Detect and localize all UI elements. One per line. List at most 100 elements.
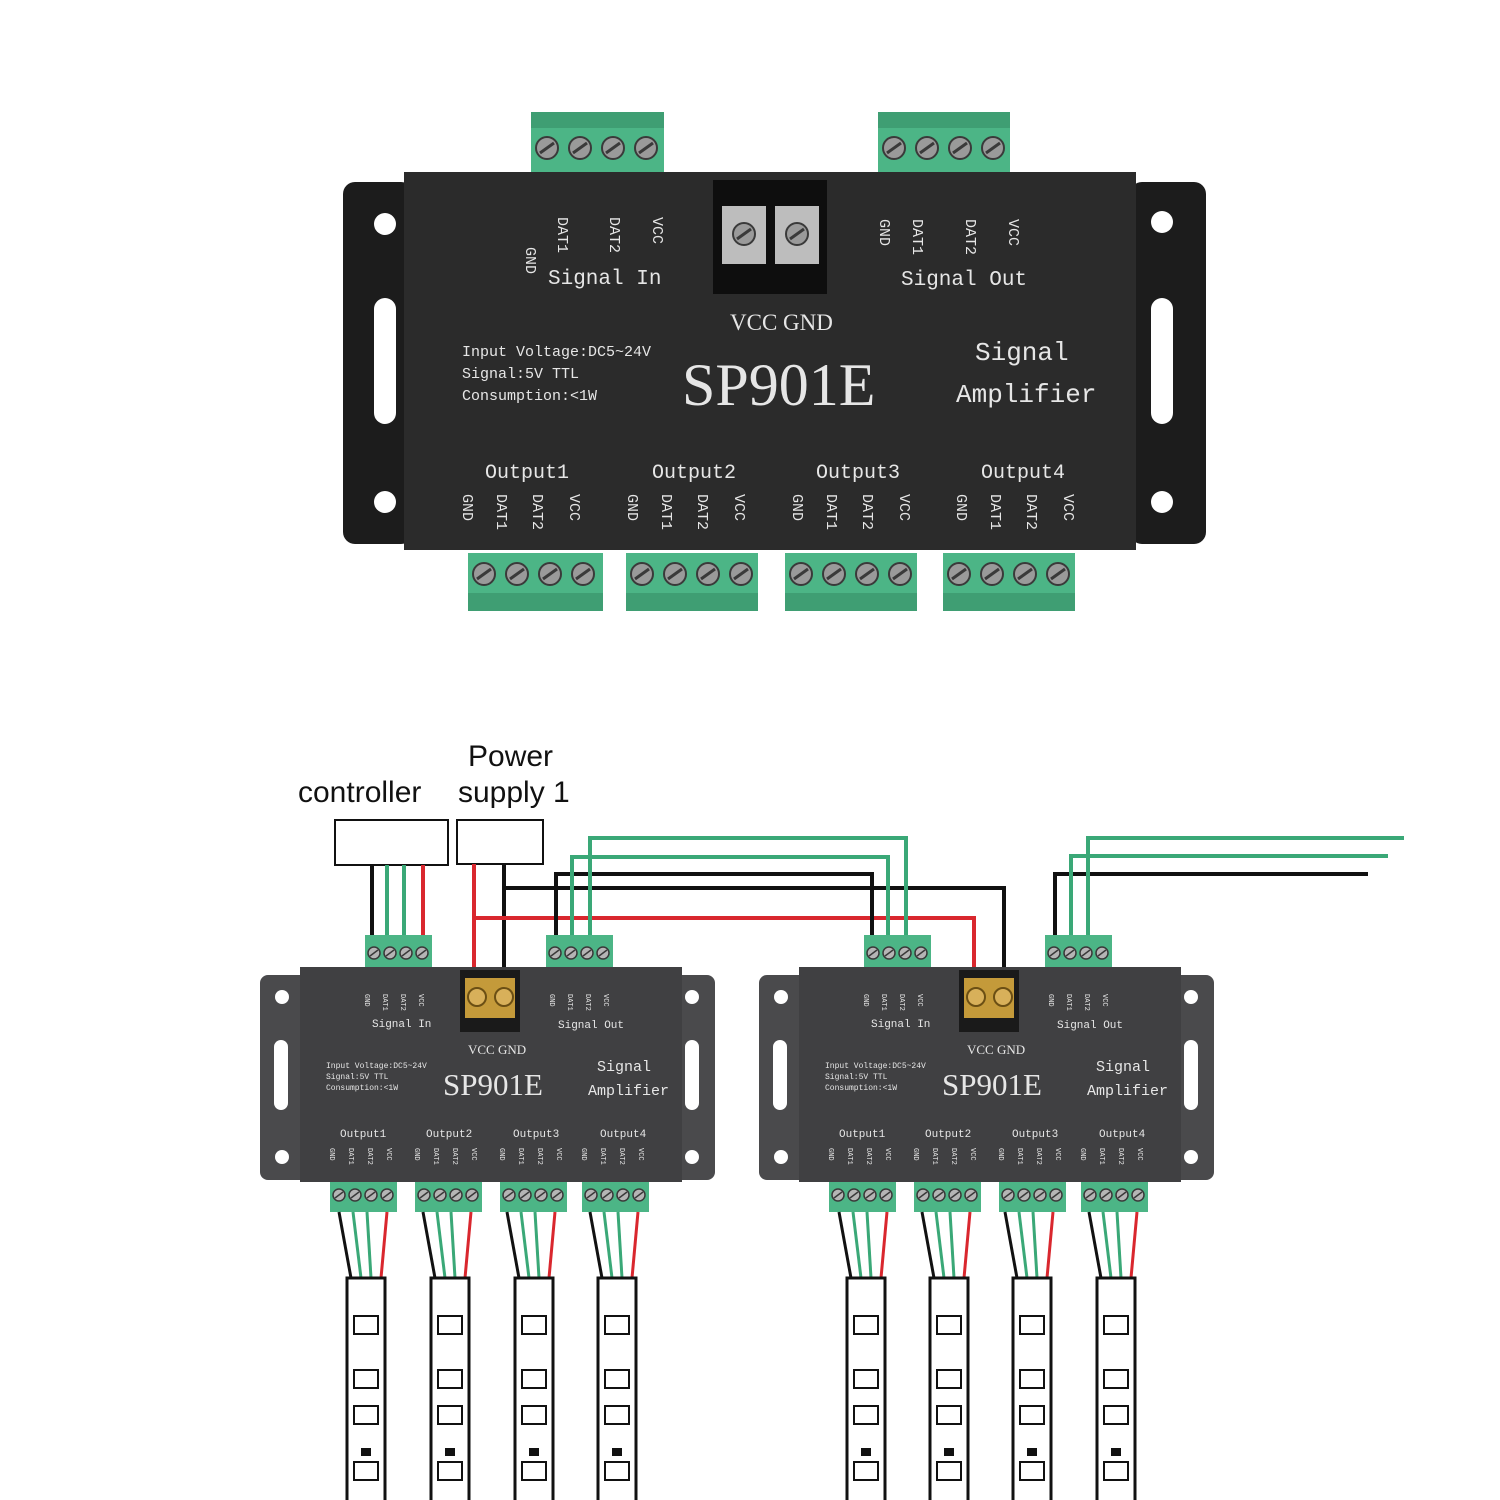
screw-icon <box>399 946 413 960</box>
screw-icon <box>616 1188 630 1202</box>
mount-hole-icon <box>774 1150 788 1164</box>
spec-input-voltage: Input Voltage:DC5~24V <box>825 1062 926 1071</box>
pin-label-dat1: DAT1 <box>516 1148 524 1165</box>
wire-green <box>851 1211 863 1279</box>
led-chip-icon <box>1103 1369 1129 1389</box>
output3-label: Output3 <box>513 1129 559 1141</box>
wiring-diagram: controller Power supply 1 <box>260 740 1404 1500</box>
screw-icon <box>494 987 514 1007</box>
power-label: VCC GND <box>730 310 833 335</box>
led-chip-icon <box>437 1405 463 1425</box>
wire-green <box>934 1211 946 1279</box>
power-supply-box <box>456 819 544 865</box>
pin-label-vcc: VCC <box>565 494 582 521</box>
pin-label-gnd: GND <box>875 219 892 246</box>
led-chip-icon <box>1019 1315 1045 1335</box>
pin-label-gnd: GND <box>547 994 555 1007</box>
output3-label: Output3 <box>1012 1129 1058 1141</box>
led-chip-icon <box>521 1405 547 1425</box>
screw-icon <box>383 946 397 960</box>
model-name: SP901E <box>443 1067 543 1102</box>
screw-icon <box>367 946 381 960</box>
pin-label-dat1: DAT1 <box>565 994 573 1011</box>
pin-label-vcc: VCC <box>895 494 912 521</box>
wire-red <box>379 1211 389 1279</box>
led-chip-icon <box>521 1315 547 1335</box>
led-chip-icon <box>853 1461 879 1481</box>
led-chip-icon <box>604 1405 630 1425</box>
pin-label-dat2: DAT2 <box>605 217 622 253</box>
terminal-block-output1 <box>468 553 603 611</box>
power-supply-label-line1: Power <box>468 740 553 773</box>
screw-icon <box>847 1188 861 1202</box>
spec-consumption: Consumption:<1W <box>462 388 597 405</box>
mount-slot-icon <box>374 298 396 424</box>
wire-black <box>588 1211 604 1279</box>
pin-label-dat2: DAT2 <box>1034 1148 1042 1165</box>
screw-icon <box>866 946 880 960</box>
output4-label: Output4 <box>1099 1129 1146 1141</box>
wire-green <box>602 1211 614 1279</box>
led-chip-icon <box>936 1369 962 1389</box>
screw-icon <box>1033 1188 1047 1202</box>
resistor-icon <box>861 1448 871 1456</box>
mount-hole-icon <box>685 990 699 1004</box>
wire-red <box>547 1211 557 1279</box>
wire-red <box>1045 1211 1055 1279</box>
terminal-block-output2 <box>626 553 758 611</box>
led-chip-icon <box>1019 1461 1045 1481</box>
pin-label-dat1: DAT1 <box>346 1148 354 1165</box>
led-chip-icon <box>353 1315 379 1335</box>
wire-red <box>1129 1211 1139 1279</box>
led-strip <box>1087 1211 1139 1500</box>
screw-icon <box>1099 1188 1113 1202</box>
power-label: VCC GND <box>967 1042 1025 1057</box>
output3-label: Output3 <box>816 462 900 485</box>
terminal-block-signal-in <box>531 112 664 172</box>
pin-label-dat2: DAT2 <box>1082 994 1090 1011</box>
pin-label-gnd: GND <box>497 1148 505 1161</box>
resistor-icon <box>1111 1448 1121 1456</box>
mount-slot-icon <box>274 1040 288 1110</box>
led-strip <box>920 1211 972 1500</box>
screw-icon <box>380 1188 394 1202</box>
pin-label-vcc: VCC <box>601 994 609 1007</box>
led-strip <box>588 1211 640 1500</box>
screw-icon <box>580 946 594 960</box>
led-chip-icon <box>353 1461 379 1481</box>
led-strip <box>1003 1211 1055 1500</box>
pin-label-gnd: GND <box>623 494 640 521</box>
mount-hole-icon <box>275 990 289 1004</box>
mount-hole-icon <box>1151 491 1173 513</box>
pin-label-dat2: DAT2 <box>535 1148 543 1165</box>
output2-label: Output2 <box>925 1129 971 1141</box>
led-chip-icon <box>1103 1315 1129 1335</box>
screw-icon <box>948 1188 962 1202</box>
pin-label-dat2: DAT2 <box>858 494 875 530</box>
desc-line2: Amplifier <box>1087 1083 1168 1100</box>
signal-in-label: Signal In <box>871 1019 930 1031</box>
terminal-block-output3 <box>785 553 917 611</box>
wires <box>370 836 1404 985</box>
spec-input-voltage: Input Voltage:DC5~24V <box>326 1062 427 1071</box>
led-chip-icon <box>604 1461 630 1481</box>
pin-label-dat1: DAT1 <box>553 217 570 253</box>
pin-label-dat1: DAT1 <box>908 219 925 255</box>
pin-label-vcc: VCC <box>915 994 923 1007</box>
pin-label-gnd: GND <box>952 494 969 521</box>
pin-label-dat2: DAT2 <box>398 994 406 1011</box>
screw-icon <box>1095 946 1109 960</box>
screw-icon <box>449 1188 463 1202</box>
pin-label-gnd: GND <box>861 994 869 1007</box>
screw-icon <box>1063 946 1077 960</box>
wire-green <box>519 1211 531 1279</box>
pin-label-gnd: GND <box>412 1148 420 1161</box>
screw-icon <box>1017 1188 1031 1202</box>
pin-label-dat2: DAT2 <box>617 1148 625 1165</box>
screw-icon <box>534 1188 548 1202</box>
wire-black <box>1087 1211 1103 1279</box>
wire-green <box>1115 1211 1123 1279</box>
led-chip-icon <box>353 1405 379 1425</box>
